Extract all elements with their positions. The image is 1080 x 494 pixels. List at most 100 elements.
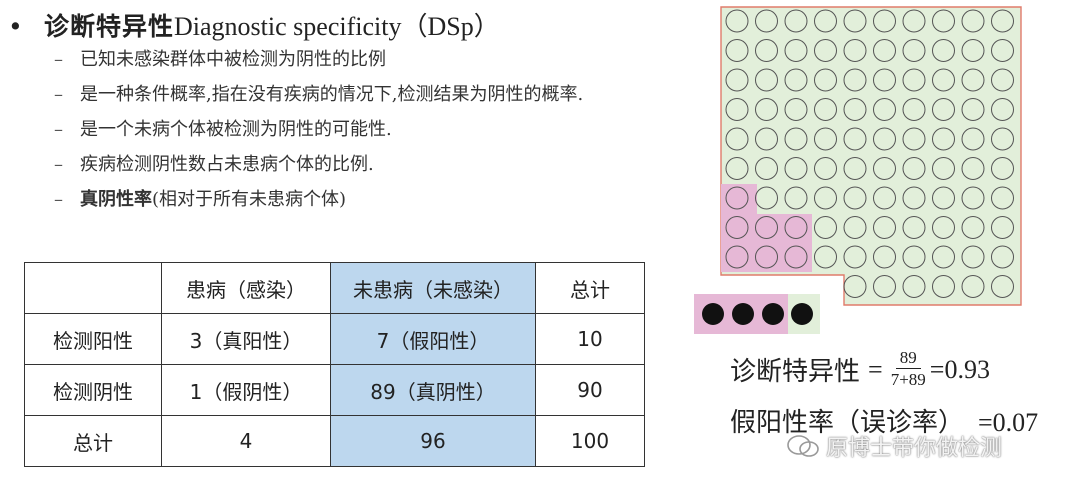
table-header-cell: 总计: [535, 262, 645, 314]
population-circle: [991, 216, 1014, 239]
population-circle: [843, 245, 867, 269]
definition-item: 已知未感染群体中被检测为阴性的比例: [54, 46, 654, 73]
population-circle: [902, 275, 926, 298]
infected-dot: [702, 303, 724, 325]
population-circle: [991, 186, 1014, 210]
definition-list: 已知未感染群体中被检测为阴性的比例 是一种条件概率,指在没有疾病的情况下,检测结…: [54, 46, 654, 221]
fraction-denominator: 7+89: [890, 370, 926, 389]
specificity-label: 诊断特异性: [730, 357, 861, 387]
population-circle: [755, 39, 778, 62]
population-circle: [755, 9, 778, 33]
population-circle: [755, 157, 778, 180]
population-circle: [814, 127, 837, 151]
population-circle: [932, 275, 955, 298]
title-cn: 诊断特异性: [44, 12, 175, 41]
population-grid-svg: [720, 6, 1022, 306]
population-circle: [814, 157, 837, 180]
fraction-numerator: 89: [895, 348, 921, 369]
population-circle: [843, 157, 867, 180]
population-circle: [932, 186, 955, 210]
table-cell: 检测阳性: [24, 313, 162, 365]
population-circle: [725, 39, 749, 62]
table-cell: 1（假阴性）: [161, 364, 331, 416]
population-circle: [814, 216, 837, 239]
population-circle: [814, 98, 837, 121]
population-circle: [932, 216, 955, 239]
population-circle: [932, 39, 955, 62]
population-circle: [784, 9, 808, 33]
population-circle: [873, 98, 896, 121]
specificity-result: =0.93: [929, 354, 990, 384]
population-circle: [814, 186, 837, 210]
population-circle: [725, 186, 749, 210]
table-cell: 3（真阳性）: [161, 313, 331, 365]
population-circle: [755, 98, 778, 121]
population-circle: [725, 216, 749, 239]
population-circle: [725, 68, 749, 92]
population-circle: [902, 9, 926, 33]
true-negative-rate-note: (相对于所有未患病个体): [152, 189, 347, 210]
population-circle: [961, 39, 985, 62]
population-circle: [843, 39, 867, 62]
population-circle: [873, 9, 896, 33]
table-row: 总计 4 96 100: [24, 415, 645, 467]
population-circle: [843, 127, 867, 151]
population-circle: [902, 245, 926, 269]
population-circle: [961, 245, 985, 269]
false-positive-region: [721, 184, 812, 272]
population-circle: [814, 9, 837, 33]
population-circle: [755, 127, 778, 151]
slide-title: • 诊断特异性Diagnostic specificity（DSp）: [8, 6, 500, 43]
false-positive-rate-formula: 假阳性率（误诊率）=0.07: [730, 402, 1038, 439]
population-circle: [873, 68, 896, 92]
population-circle: [873, 275, 896, 298]
table-cell: 89（真阴性）: [330, 364, 536, 416]
population-circle: [843, 98, 867, 121]
title-en: Diagnostic specificity（DSp）: [174, 12, 500, 41]
population-circle: [843, 9, 867, 33]
table-row: 检测阴性 1（假阴性） 89（真阴性） 90: [24, 364, 645, 416]
population-circle: [991, 157, 1014, 180]
population-circle: [932, 68, 955, 92]
population-circle: [961, 216, 985, 239]
population-circle: [902, 157, 926, 180]
specificity-formula: 诊断特异性 = 89 7+89 =0.93: [730, 348, 990, 391]
population-circle: [784, 39, 808, 62]
table-cell: 96: [330, 415, 536, 467]
title-bullet: •: [8, 12, 23, 41]
population-circle: [991, 68, 1014, 92]
population-circle: [755, 186, 778, 210]
false-positive-rate-label: 假阳性率（误诊率）: [730, 408, 965, 438]
population-circle: [784, 216, 808, 239]
table-cell: 10: [535, 313, 645, 365]
population-circle: [932, 245, 955, 269]
definition-item: 是一个未病个体被检测为阴性的可能性.: [54, 116, 654, 143]
table-header-cell: 患病（感染）: [161, 262, 331, 314]
wechat-icon: [787, 435, 819, 457]
population-circle: [784, 245, 808, 269]
population-circle: [991, 98, 1014, 121]
population-circle: [932, 127, 955, 151]
population-circle: [961, 275, 985, 298]
detected-positive-dots: [694, 294, 820, 334]
population-circle: [755, 245, 778, 269]
definition-item: 疾病检测阴性数占未患病个体的比例.: [54, 151, 654, 178]
infected-dot: [762, 303, 784, 325]
population-circle: [932, 157, 955, 180]
population-circle: [843, 186, 867, 210]
population-circle: [814, 245, 837, 269]
population-circle: [961, 98, 985, 121]
population-circle: [991, 245, 1014, 269]
population-circle: [991, 39, 1014, 62]
equals-sign: =: [868, 354, 883, 384]
population-circle: [902, 39, 926, 62]
table-header-cell: [24, 262, 162, 314]
table-header-cell: 未患病（未感染）: [330, 262, 536, 314]
population-circle: [873, 186, 896, 210]
population-circle: [961, 157, 985, 180]
population-circle: [961, 127, 985, 151]
population-circle: [725, 127, 749, 151]
population-circle: [873, 157, 896, 180]
population-circle: [902, 68, 926, 92]
definition-item: 真阴性率(相对于所有未患病个体): [54, 186, 654, 213]
